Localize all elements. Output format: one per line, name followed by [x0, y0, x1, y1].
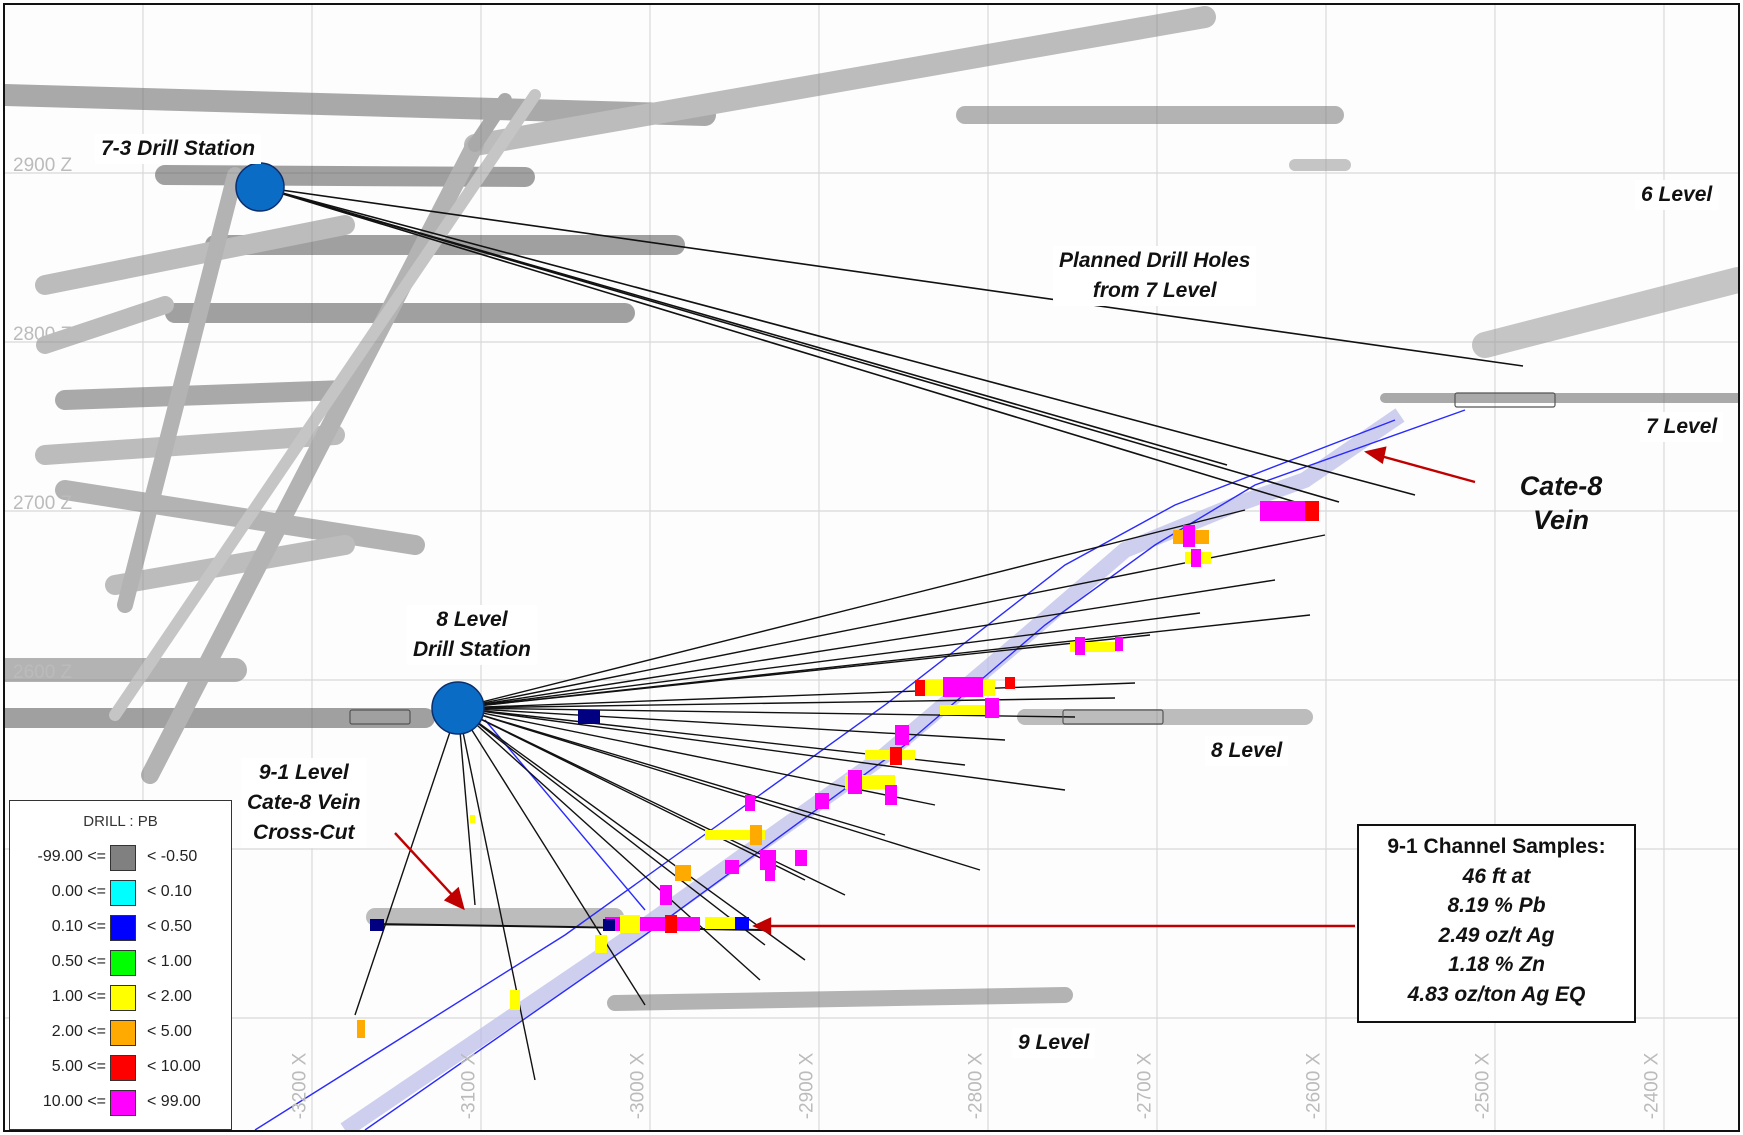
channel-sample-line: 8.19 % Pb: [1447, 894, 1546, 917]
legend: DRILL : PB -99.00 <= < -0.50 0.00 <= < 0…: [9, 800, 232, 1130]
legend-row: 0.50 <= < 1.00: [10, 950, 230, 976]
legend-low: -99.00 <=: [37, 848, 107, 865]
legend-high: < 5.00: [147, 1023, 192, 1040]
legend-low: 0.10 <=: [51, 918, 106, 935]
x-tick: -2700 X: [1134, 1052, 1156, 1120]
channel-samples-title: 9-1 Channel Samples:: [1387, 835, 1606, 858]
legend-high: < 2.00: [147, 988, 192, 1005]
legend-swatch: [110, 985, 136, 1011]
legend-low: 0.50 <=: [51, 953, 106, 970]
legend-row: -99.00 <= < -0.50: [10, 845, 230, 871]
x-tick: -2900 X: [796, 1052, 818, 1120]
x-tick: -3200 X: [289, 1052, 311, 1120]
legend-high: < 1.00: [147, 953, 192, 970]
drill-holes-8-level: [354, 509, 1326, 1081]
legend-title: DRILL : PB: [83, 813, 158, 830]
drill-station-8-level-marker: [431, 681, 485, 735]
drill-station-7-3-label: 7-3 Drill Station: [95, 134, 262, 164]
legend-high: < 0.10: [147, 883, 192, 900]
channel-sample-line: 46 ft at: [1462, 864, 1531, 888]
channel-sample-line: 4.83 oz/ton Ag EQ: [1407, 982, 1586, 1006]
level-6-label: 6 Level: [1635, 180, 1719, 210]
x-tick: -3100 X: [458, 1052, 480, 1120]
channel-samples-box: 9-1 Channel Samples: 46 ft at 8.19 % Pb …: [1357, 824, 1636, 1023]
legend-swatch: [110, 845, 136, 871]
legend-low: 0.00 <=: [51, 883, 106, 900]
channel-sample-line: 1.18 % Zn: [1448, 953, 1545, 976]
level-7-label: 7 Level: [1640, 412, 1724, 442]
legend-row: 5.00 <= < 10.00: [10, 1055, 230, 1081]
x-tick: -2800 X: [965, 1052, 987, 1120]
section-view: 2900 Z 2800 Z 2700 Z 2600 Z -3200 X -310…: [3, 3, 1740, 1132]
level-8-label: 8 Level: [1205, 736, 1289, 766]
x-tick: -2600 X: [1303, 1052, 1325, 1120]
legend-row: 2.00 <= < 5.00: [10, 1020, 230, 1046]
z-tick: 2600 Z: [13, 662, 73, 683]
legend-high: < 10.00: [147, 1058, 201, 1075]
legend-low: 2.00 <=: [51, 1023, 106, 1040]
legend-high: < 99.00: [147, 1093, 201, 1110]
legend-low: 5.00 <=: [51, 1058, 106, 1075]
legend-swatch: [110, 880, 136, 906]
drill-station-7-3-marker: [235, 162, 285, 212]
cate-8-vein: [254, 408, 1466, 1130]
z-tick: 2900 Z: [13, 155, 73, 176]
x-tick: -2400 X: [1641, 1052, 1663, 1120]
legend-high: < 0.50: [147, 918, 192, 935]
callout-arrows: [394, 446, 1476, 935]
assay-intercepts: [357, 501, 1319, 1038]
legend-swatch: [110, 1055, 136, 1081]
drift-outlines: [349, 392, 1556, 725]
legend-low: 1.00 <=: [51, 988, 106, 1005]
section-graphic: [5, 5, 1738, 1130]
legend-swatch: [110, 1090, 136, 1116]
legend-row: 10.00 <= < 99.00: [10, 1090, 230, 1116]
z-tick: 2700 Z: [13, 493, 73, 514]
legend-row: 0.00 <= < 0.10: [10, 880, 230, 906]
legend-row: 0.10 <= < 0.50: [10, 915, 230, 941]
legend-row: 1.00 <= < 2.00: [10, 985, 230, 1011]
x-tick: -3000 X: [627, 1052, 649, 1120]
legend-high: < -0.50: [147, 848, 198, 865]
x-tick: -2500 X: [1472, 1052, 1494, 1120]
legend-swatch: [110, 915, 136, 941]
legend-low: 10.00 <=: [42, 1093, 106, 1110]
planned-drill-holes: [259, 186, 1524, 506]
mine-workings: [5, 6, 1738, 1011]
level-9-label: 9 Level: [1012, 1028, 1096, 1058]
legend-swatch: [110, 1020, 136, 1046]
legend-swatch: [110, 950, 136, 976]
z-tick: 2800 Z: [13, 324, 73, 345]
channel-sample-line: 2.49 oz/t Ag: [1438, 923, 1555, 947]
